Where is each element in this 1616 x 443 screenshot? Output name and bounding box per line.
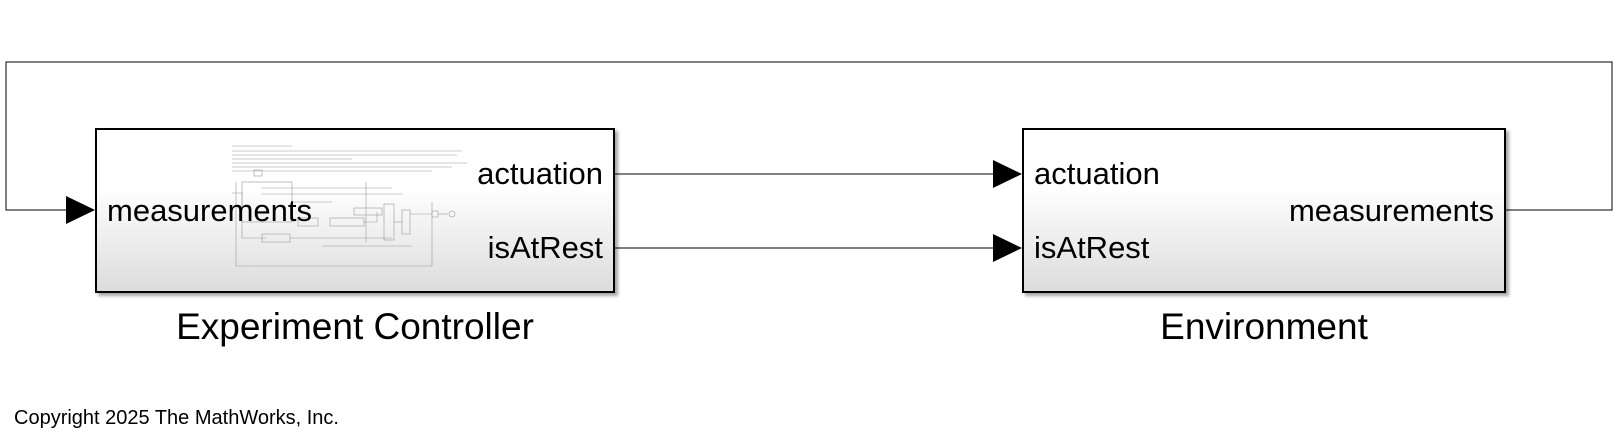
environment-title: Environment xyxy=(1160,306,1368,347)
subsystem-thumbnail xyxy=(232,145,467,267)
arrowhead-controller-measurements-in xyxy=(66,196,95,224)
experiment-controller-title: Experiment Controller xyxy=(176,306,534,347)
experiment-controller-block[interactable]: measurements actuation isAtRest xyxy=(95,128,615,293)
controller-output-actuation[interactable]: actuation xyxy=(477,156,603,191)
environment-input-isatrest[interactable]: isAtRest xyxy=(1034,230,1150,265)
environment-block[interactable]: actuation isAtRest measurements xyxy=(1022,128,1506,293)
environment-input-actuation[interactable]: actuation xyxy=(1034,156,1160,191)
signal-line-measurements-feedback[interactable] xyxy=(5,61,1613,211)
arrowhead-environment-isatrest-in xyxy=(993,234,1022,262)
environment-output-measurements[interactable]: measurements xyxy=(1288,193,1494,228)
arrowhead-environment-actuation-in xyxy=(993,160,1022,188)
controller-input-measurements[interactable]: measurements xyxy=(107,193,313,228)
controller-output-isatrest[interactable]: isAtRest xyxy=(487,230,603,265)
copyright-notice: Copyright 2025 The MathWorks, Inc. xyxy=(14,407,339,429)
